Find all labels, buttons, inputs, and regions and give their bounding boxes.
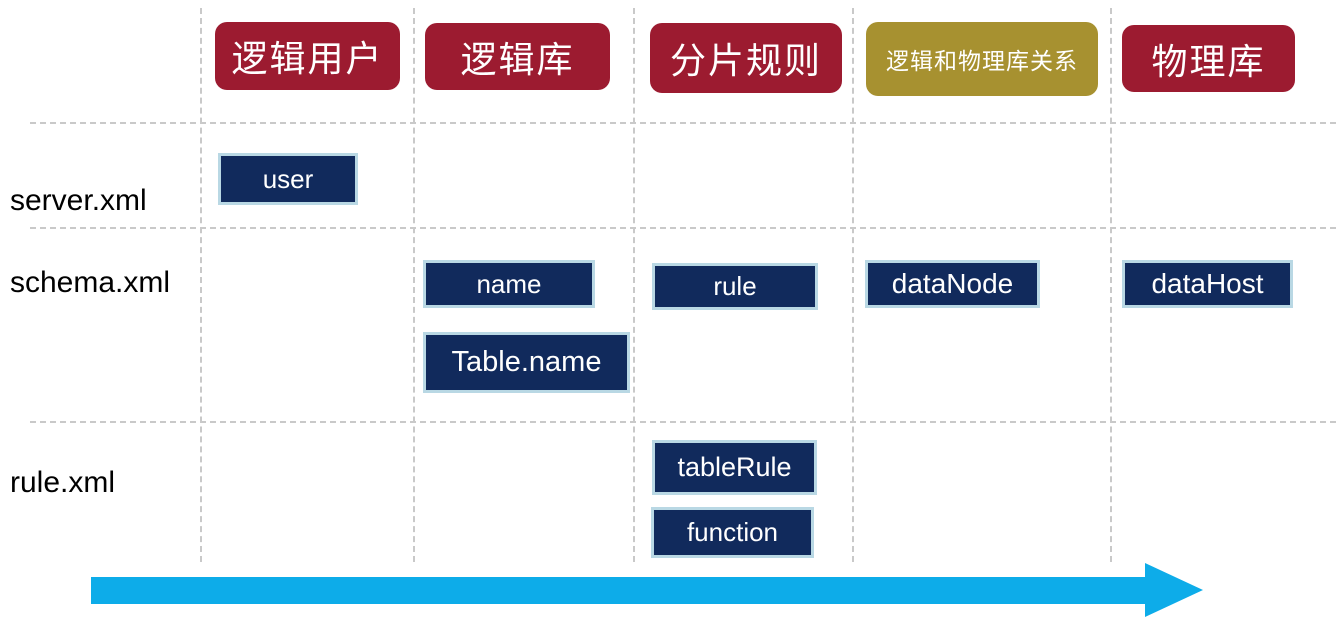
column-header-sharding-rule: 分片规则 <box>650 23 842 93</box>
column-header-logical-db: 逻辑库 <box>425 23 610 90</box>
row-label-server-xml: server.xml <box>10 184 147 217</box>
flow-arrow-head-icon <box>1145 563 1203 617</box>
grid-vline-3 <box>633 8 635 562</box>
config-element-function: function <box>651 507 814 558</box>
grid-vline-1 <box>200 8 202 562</box>
config-element-tablerule: tableRule <box>652 440 817 495</box>
flow-arrow-body <box>91 577 1145 604</box>
grid-vline-2 <box>413 8 415 562</box>
config-element-table-name: Table.name <box>423 332 630 393</box>
config-element-rule: rule <box>652 263 818 310</box>
grid-vline-5 <box>1110 8 1112 562</box>
config-element-name: name <box>423 260 595 308</box>
grid-hline-1 <box>30 122 1336 124</box>
config-element-datahost: dataHost <box>1122 260 1293 308</box>
column-header-logical-physical-relation: 逻辑和物理库关系 <box>866 22 1098 96</box>
grid-hline-3 <box>30 421 1336 423</box>
row-label-schema-xml: schema.xml <box>10 266 171 299</box>
row-label-rule-xml: rule.xml <box>10 466 116 499</box>
grid-hline-2 <box>30 227 1336 229</box>
config-element-user: user <box>218 153 358 205</box>
column-header-physical-db: 物理库 <box>1122 25 1295 92</box>
config-element-datanode: dataNode <box>865 260 1040 308</box>
grid-vline-4 <box>852 8 854 562</box>
column-header-logical-user: 逻辑用户 <box>215 22 400 90</box>
